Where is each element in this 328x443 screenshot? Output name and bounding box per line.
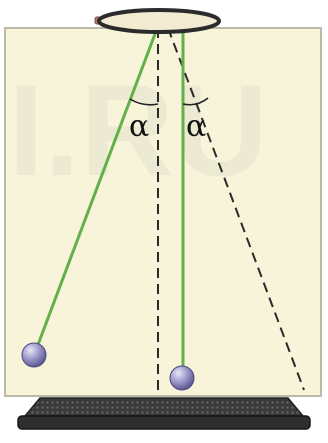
deflected-dashed-line bbox=[167, 27, 305, 391]
right-angle-arc bbox=[182, 97, 209, 106]
vertical-pendulum-ball bbox=[169, 365, 195, 391]
right-angle-label: α bbox=[186, 109, 206, 144]
left-pendulum-thread bbox=[34, 25, 160, 351]
left-angle-arc bbox=[129, 98, 159, 106]
suspension-ring bbox=[97, 8, 221, 34]
background-panel bbox=[4, 27, 322, 397]
stand-base-top bbox=[23, 397, 305, 417]
stand-base-bottom bbox=[17, 415, 311, 430]
left-angle-label: α bbox=[129, 109, 149, 144]
left-pendulum-ball bbox=[21, 342, 47, 368]
